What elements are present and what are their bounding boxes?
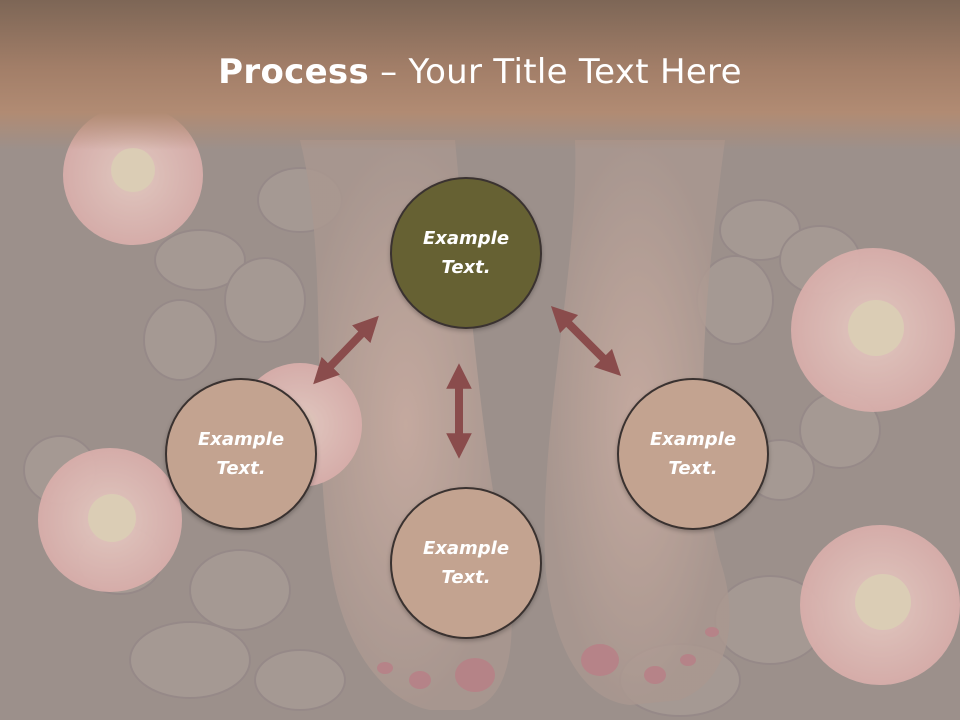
process-node-left-label: Example Text. — [197, 429, 285, 479]
process-node-bottom-label: Example Text. — [422, 538, 510, 588]
process-node-top-label: Example Text. — [422, 228, 510, 278]
title-banner: Process – Your Title Text Here — [0, 0, 960, 150]
process-node-bottom: Example Text. — [390, 487, 542, 639]
slide-title: Process – Your Title Text Here — [0, 52, 960, 92]
process-node-top: Example Text. — [390, 177, 542, 329]
process-node-left: Example Text. — [165, 378, 317, 530]
process-node-right: Example Text. — [617, 378, 769, 530]
title-bold-part: Process — [218, 52, 370, 92]
title-rest-part: – Your Title Text Here — [369, 52, 742, 92]
process-node-right-label: Example Text. — [649, 429, 737, 479]
